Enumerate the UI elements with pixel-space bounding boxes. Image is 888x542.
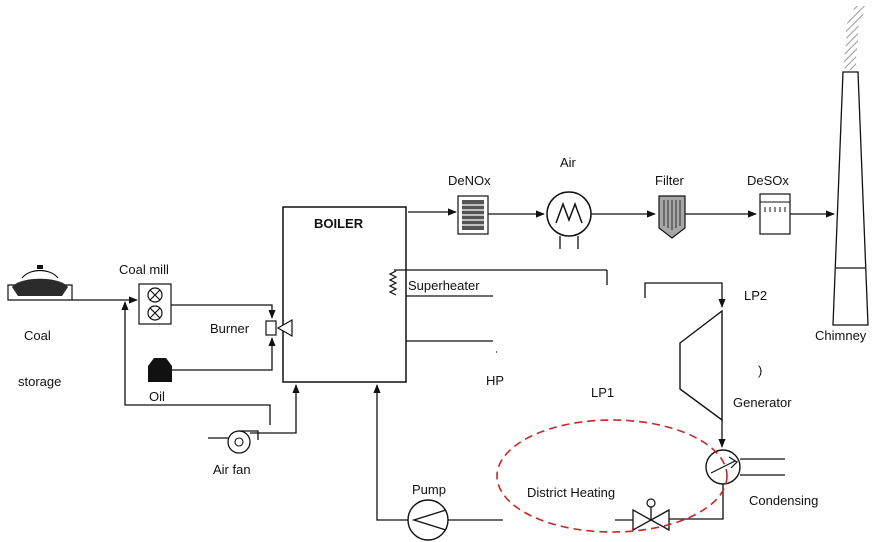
valve-icon	[632, 498, 670, 532]
burner-label: Burner	[210, 321, 250, 336]
lp1-label: LP1	[591, 385, 614, 400]
desox-scrubber-icon	[759, 193, 791, 235]
air-fan-icon	[208, 430, 259, 454]
oil-tank-icon	[148, 358, 172, 382]
air-heater-label: Air	[560, 155, 577, 170]
denox-unit-icon	[457, 195, 489, 235]
boiler	[282, 206, 407, 383]
superheater-coil-icon	[388, 270, 398, 296]
air-fan-label: Air fan	[213, 462, 251, 477]
smoke-plume	[844, 6, 866, 70]
coal-mill-label: Coal mill	[119, 262, 169, 277]
air-fan-to-boiler	[250, 384, 300, 434]
coal-mill-icon	[138, 283, 172, 325]
generator-label: Generator	[733, 395, 792, 410]
hp-label: HP	[486, 373, 504, 388]
district-heating-label: District Heating	[527, 485, 615, 500]
oil-to-burner-pipe	[172, 337, 276, 371]
pump-icon	[407, 499, 449, 541]
desox-label: DeSOx	[747, 173, 789, 188]
steam-to-turbine-pipe	[644, 282, 726, 308]
coal-storage-icon	[7, 265, 73, 301]
pump-label: Pump	[412, 482, 446, 497]
filter-icon	[658, 195, 686, 239]
boiler-label: BOILER	[314, 216, 364, 231]
air-heater-icon	[546, 191, 592, 249]
air-to-coal-mill-pipe	[121, 301, 271, 425]
chimney	[832, 71, 869, 326]
turbine-icon	[679, 309, 723, 422]
burner-icon	[265, 318, 293, 338]
coal-mill-to-burner	[171, 304, 276, 319]
generator-paren: )	[758, 363, 762, 378]
condensate-pipe	[667, 484, 724, 520]
denox-label: DeNOx	[448, 173, 491, 188]
storage-label: storage	[18, 374, 61, 389]
condenser-icon	[705, 449, 741, 485]
coal-label: Coal	[24, 328, 51, 343]
lp2-label: LP2	[744, 288, 767, 303]
filter-label: Filter	[655, 173, 685, 188]
oil-label: Oil	[149, 389, 165, 404]
feedwater-to-boiler	[373, 384, 408, 521]
superheater-label: Superheater	[408, 278, 480, 293]
chimney-label: Chimney	[815, 328, 867, 343]
condensing-label: Condensing	[749, 493, 818, 508]
district-heating-highlight	[496, 419, 728, 533]
